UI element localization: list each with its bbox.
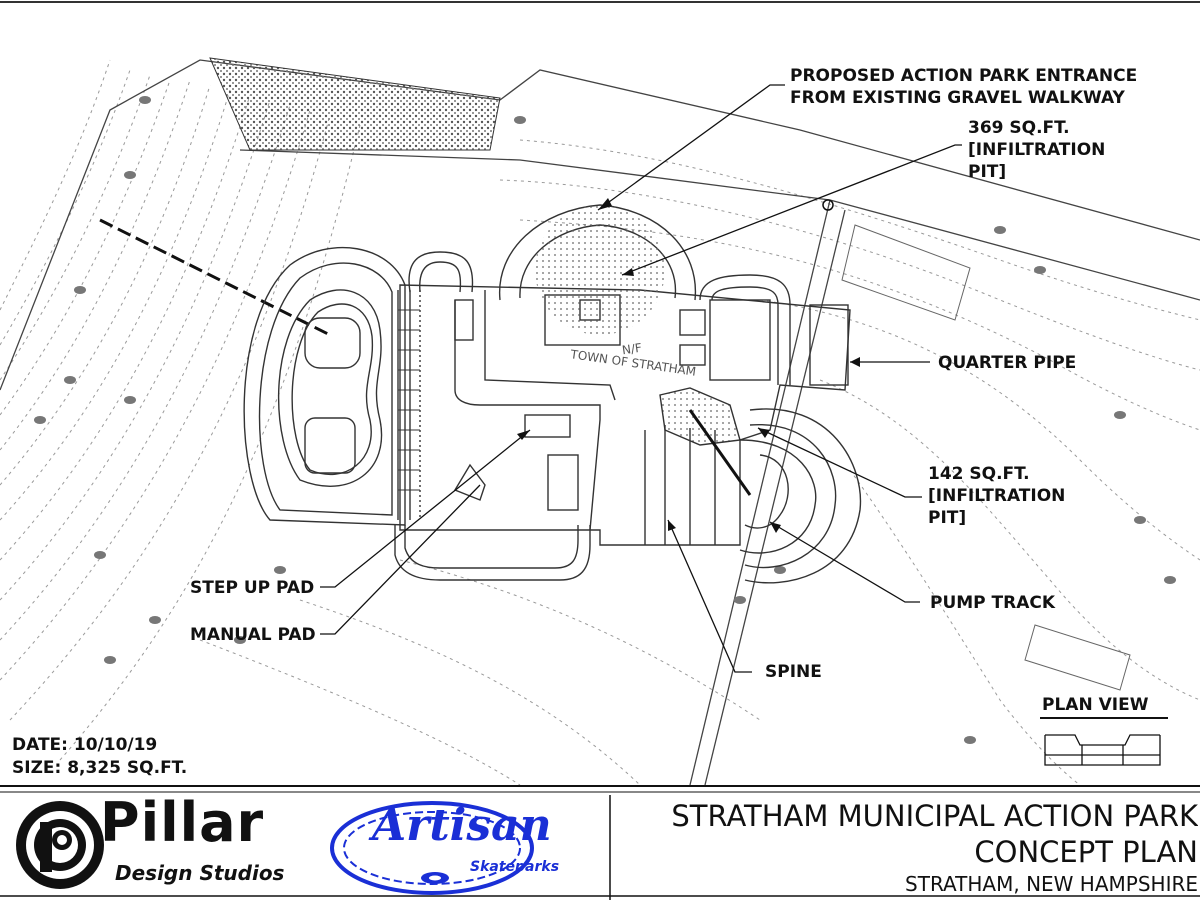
callout-pump-track: PUMP TRACK	[930, 593, 1056, 613]
callout-entrance-line2: FROM EXISTING GRAVEL WALKWAY	[790, 88, 1125, 108]
plan-view-label: PLAN VIEW	[1042, 695, 1149, 715]
artisan-logo-subtext: Skateparks	[470, 859, 560, 875]
spine-line	[688, 409, 752, 496]
contour-lines	[0, 59, 1200, 786]
drawing-date: DATE: 10/10/19	[12, 735, 158, 755]
title-location: STRATHAM, NEW HAMPSHIRE	[905, 872, 1198, 896]
pillar-logo-text: Pillar	[100, 791, 265, 854]
callout-quarter-pipe: QUARTER PIPE	[938, 353, 1077, 373]
callout-manual-pad: MANUAL PAD	[190, 625, 316, 645]
leader-lines	[320, 84, 962, 673]
artisan-logo-mark	[330, 801, 534, 895]
utility-line	[99, 218, 331, 337]
boundary-lines	[0, 59, 1200, 786]
callout-entrance-line1: PROPOSED ACTION PARK ENTRANCE	[790, 66, 1138, 86]
plan-view-diagram	[1040, 717, 1168, 766]
callout-infiltration-1-area: 369 SQ.FT.	[968, 118, 1070, 138]
title-plan-type: CONCEPT PLAN	[974, 835, 1198, 869]
title-project-name: STRATHAM MUNICIPAL ACTION PARK	[671, 799, 1198, 833]
callout-infiltration-2-area: 142 SQ.FT.	[928, 464, 1030, 484]
callout-spine: SPINE	[765, 662, 822, 682]
drawing-size: SIZE: 8,325 SQ.FT.	[12, 758, 188, 778]
callout-step-up-pad: STEP UP PAD	[190, 578, 315, 598]
leader-arrowheads	[517, 198, 860, 533]
pillar-logo-mark	[16, 801, 104, 889]
callout-infiltration-1-label: [INFILTRATION	[968, 140, 1106, 160]
callout-infiltration-2-label: [INFILTRATION	[928, 486, 1066, 506]
callout-infiltration-2-pit: PIT]	[928, 508, 967, 528]
action-park-layout	[243, 204, 862, 584]
gravel-area	[209, 57, 501, 151]
callout-infiltration-1-pit: PIT]	[968, 162, 1007, 182]
pillar-logo-subtext: Design Studios	[115, 861, 285, 885]
survey-symbols	[34, 96, 1176, 744]
artisan-logo-text: Artisan	[372, 800, 552, 851]
control-point-note	[841, 224, 1131, 691]
